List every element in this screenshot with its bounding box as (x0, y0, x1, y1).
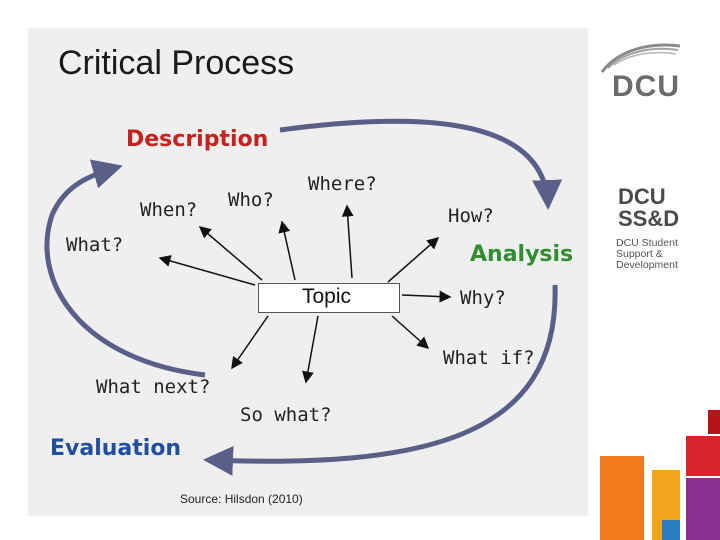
ssd-logo-line2: SS&D (618, 208, 679, 230)
spoke-so-what (306, 316, 318, 382)
question-what: What? (66, 234, 123, 256)
question-what-next: What next? (96, 376, 210, 398)
question-when: When? (140, 199, 197, 221)
spoke-what-if (392, 316, 428, 348)
question-so-what: So what? (240, 404, 332, 426)
ssd-logo: DCU SS&D (618, 186, 679, 230)
spoke-what-next (232, 316, 268, 368)
question-who: Who? (228, 189, 274, 211)
spoke-why (402, 295, 450, 297)
decorative-tile-orange (600, 456, 644, 540)
question-why: Why? (460, 287, 506, 309)
ssd-logo-subtitle: DCU Student Support & Development (616, 238, 706, 271)
spoke-where (347, 206, 352, 278)
decorative-tile-blue (662, 520, 680, 540)
decorative-tile-purple (686, 478, 720, 540)
spoke-how (388, 238, 438, 282)
heading-description: Description (126, 127, 268, 152)
decorative-tile-red (686, 436, 720, 476)
topic-label: Topic (302, 285, 351, 309)
question-what-if: What if? (443, 347, 535, 369)
question-how: How? (448, 205, 494, 227)
question-where: Where? (308, 173, 377, 195)
source-citation: Source: Hilsdon (2010) (180, 492, 303, 506)
ssd-logo-line1: DCU (618, 186, 679, 208)
decorative-tile-darkred (708, 410, 720, 434)
heading-evaluation: Evaluation (50, 436, 181, 461)
dcu-logo-text: DCU (612, 70, 680, 104)
heading-analysis: Analysis (470, 242, 573, 267)
spoke-who (282, 222, 295, 280)
